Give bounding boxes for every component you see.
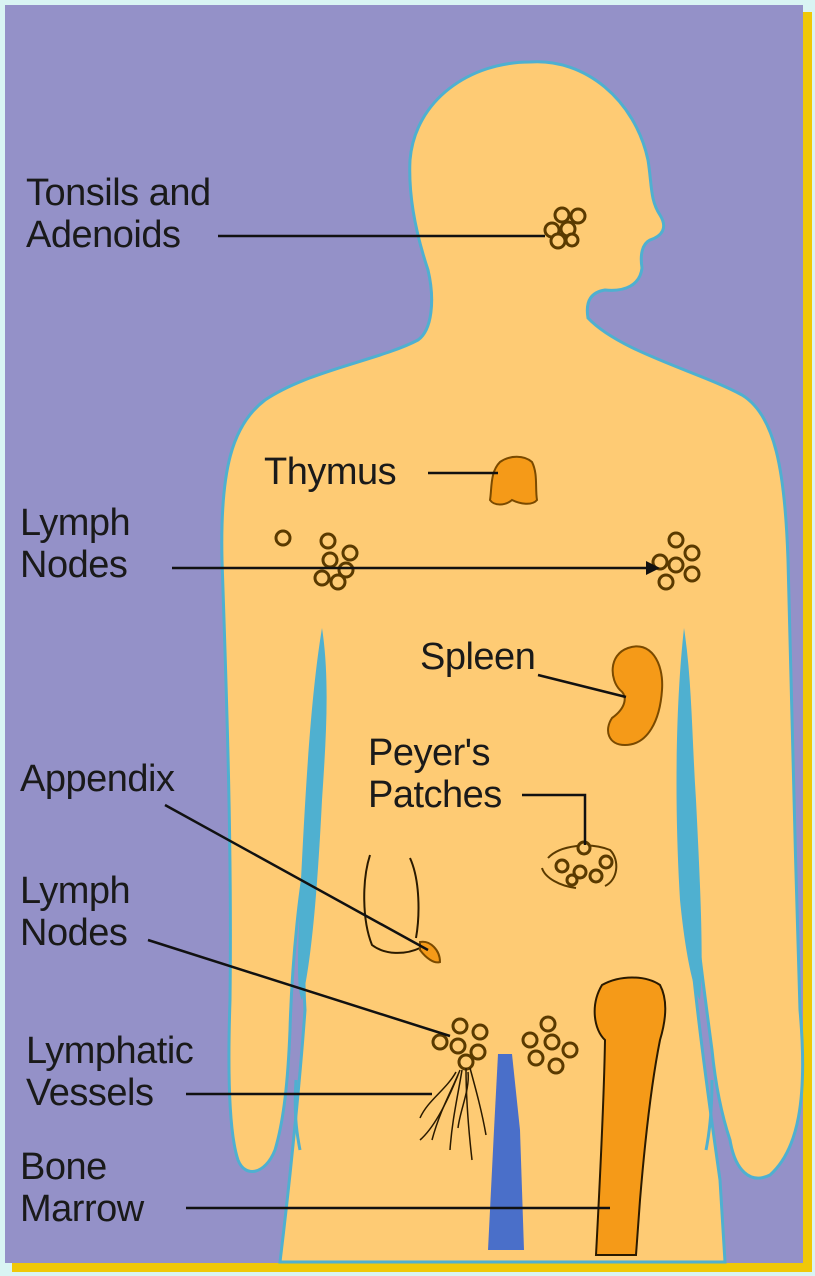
thymus-label: Thymus [264, 451, 396, 493]
lymphatic-vessels-line-2: Vessels [26, 1072, 193, 1114]
lymphatic-vessels-line-1: Lymphatic [26, 1030, 193, 1072]
lymph-nodes-upper-line-2: Nodes [20, 544, 130, 586]
peyers-label: Peyer's Patches [368, 732, 502, 816]
bone-marrow-line-2: Marrow [20, 1188, 144, 1230]
lymph-nodes-lower-line-1: Lymph [20, 870, 130, 912]
tonsils-label-line-2: Adenoids [26, 214, 211, 256]
lymph-nodes-upper-label: Lymph Nodes [20, 502, 130, 586]
tonsils-label: Tonsils and Adenoids [26, 172, 211, 256]
appendix-label: Appendix [20, 758, 174, 800]
lymphatic-vessels-label: Lymphatic Vessels [26, 1030, 193, 1114]
bone-marrow-line-1: Bone [20, 1146, 144, 1188]
thymus-organ [490, 457, 537, 505]
spleen-label: Spleen [420, 636, 535, 678]
peyers-label-line-1: Peyer's [368, 732, 502, 774]
lymph-nodes-lower-line-2: Nodes [20, 912, 130, 954]
peyers-label-line-2: Patches [368, 774, 502, 816]
lymph-nodes-upper-line-1: Lymph [20, 502, 130, 544]
bone-marrow-label: Bone Marrow [20, 1146, 144, 1230]
tonsils-label-line-1: Tonsils and [26, 172, 211, 214]
lymph-nodes-lower-label: Lymph Nodes [20, 870, 130, 954]
